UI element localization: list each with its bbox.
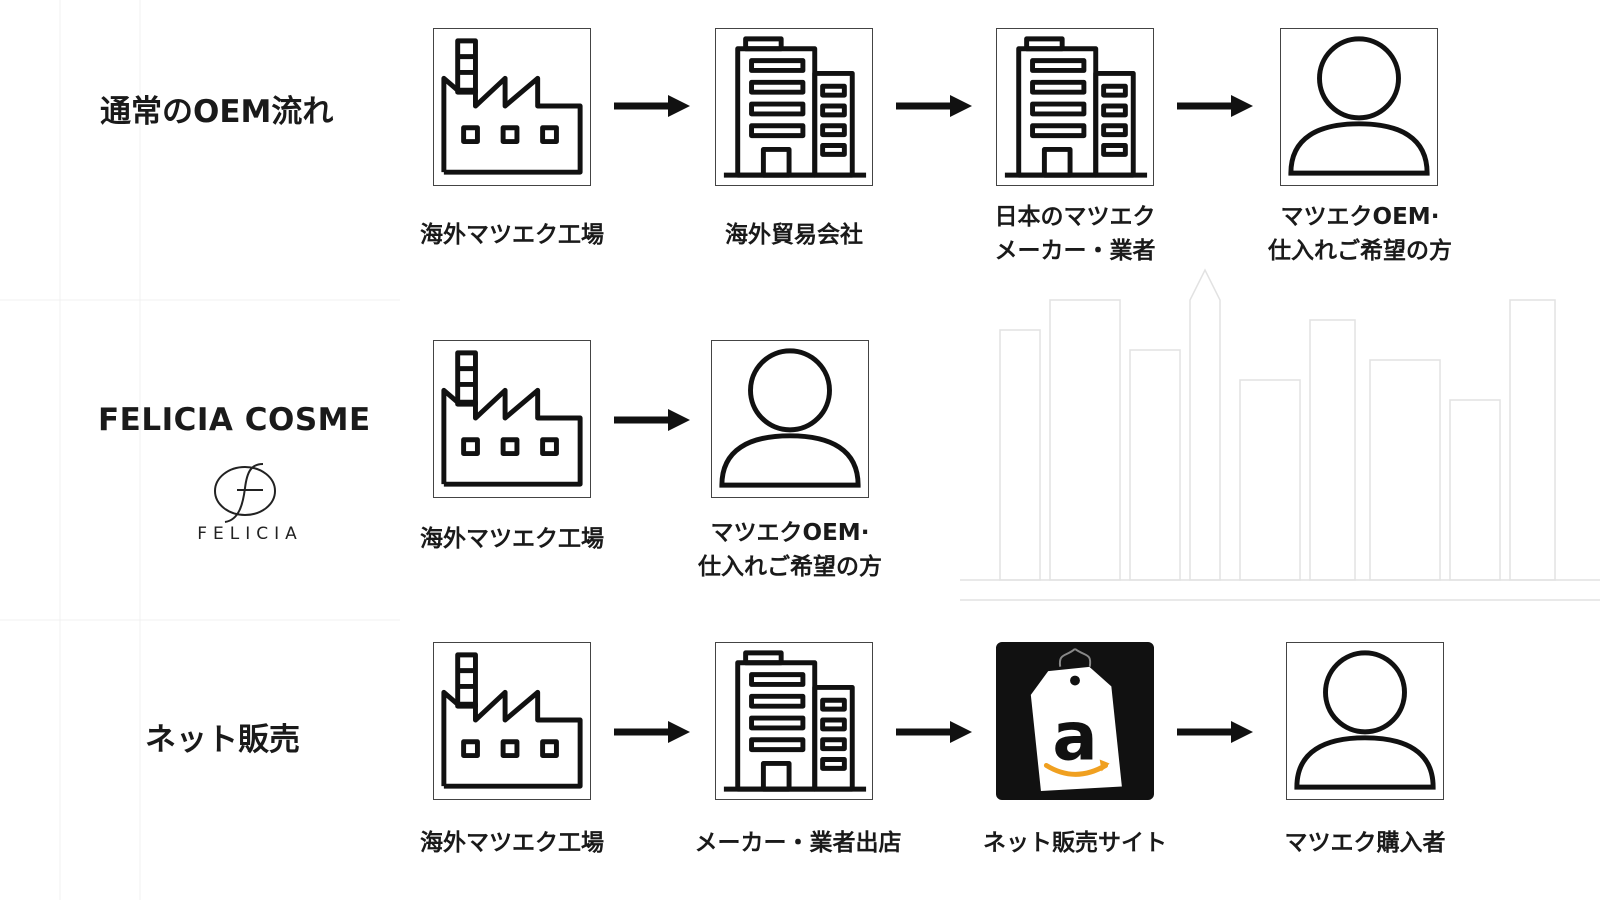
step-caption: 海外マツエク工場 (420, 526, 604, 552)
row3-label: ネット販売 (145, 722, 300, 758)
office-building-icon (715, 642, 873, 800)
person-icon (711, 340, 869, 498)
arrow-right-icon (1177, 95, 1253, 117)
step-caption: ネット販売サイト (983, 830, 1167, 856)
office-building-icon (715, 28, 873, 186)
factory-icon (433, 28, 591, 186)
step-caption: メーカー・業者出店 (694, 830, 902, 856)
office-building-icon (996, 28, 1154, 186)
person-icon (1280, 28, 1438, 186)
arrow-right-icon (1177, 721, 1253, 743)
felicia-monogram-icon (214, 463, 276, 523)
arrow-right-icon (614, 721, 690, 743)
step-caption: マツエク購入者 (1284, 830, 1446, 856)
factory-icon (433, 340, 591, 498)
step-caption: マツエクOEM· 仕入れご希望の方 (698, 520, 882, 580)
step-caption: 海外マツエク工場 (420, 222, 604, 248)
step-caption: 海外マツエク工場 (420, 830, 604, 856)
arrow-right-icon (614, 409, 690, 431)
step-caption: 日本のマツエク メーカー・業者 (994, 204, 1156, 264)
row2-label: FELICIA COSME (98, 402, 371, 438)
felicia-logo-text: FELICIA (197, 524, 303, 544)
amazon-tag-icon: a (996, 642, 1154, 800)
step-caption: マツエクOEM· 仕入れご希望の方 (1268, 204, 1452, 264)
arrow-right-icon (614, 95, 690, 117)
felicia-logo: FELICIA (185, 458, 315, 553)
factory-icon (433, 642, 591, 800)
svg-text:a: a (1052, 698, 1097, 776)
step-caption: 海外貿易会社 (725, 222, 863, 248)
person-icon (1286, 642, 1444, 800)
row1-label: 通常のOEM流れ (100, 94, 334, 130)
arrow-right-icon (896, 721, 972, 743)
arrow-right-icon (896, 95, 972, 117)
